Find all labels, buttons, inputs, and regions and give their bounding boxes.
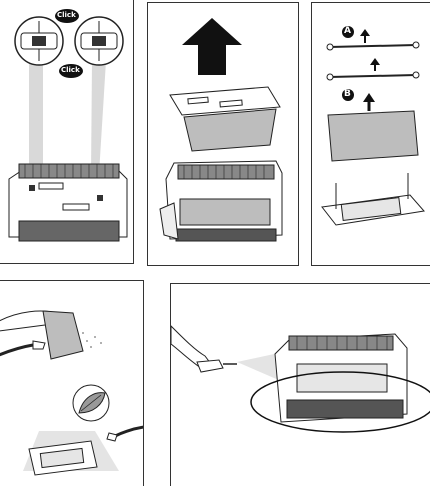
panel-rinse-filter: [0, 280, 144, 486]
filter-bag: [43, 311, 83, 359]
panel-remove-filter: A B: [311, 2, 430, 266]
panel-lift-cover-drawing: [148, 3, 299, 266]
step-a-label: A: [344, 26, 351, 36]
panel-rinse-filter-drawing: [0, 281, 144, 486]
up-arrow-icon: [182, 18, 242, 75]
panel-remove-filter-drawing: [312, 3, 430, 266]
filter-bag: [328, 111, 418, 161]
filter-rod-top: [330, 45, 416, 47]
step-b-label: B: [344, 89, 351, 99]
panel-hose-cleaner-drawing: [171, 284, 430, 486]
panel-hose-cleaner: [170, 283, 430, 486]
filter-rod-bottom: [330, 75, 416, 77]
filter-bag: [184, 109, 276, 151]
panel-release-latches: Click Click: [0, 0, 134, 264]
click-label-left: Click: [57, 11, 76, 19]
panel-release-latches-drawing: [0, 0, 134, 264]
hose-nozzle-icon: [197, 360, 223, 372]
panel-lift-cover: [147, 2, 299, 266]
click-label-right: Click: [61, 66, 80, 74]
hose-nozzle-icon: [0, 345, 33, 355]
up-arrow-icon: [360, 29, 370, 36]
up-arrow-icon: [363, 93, 375, 102]
